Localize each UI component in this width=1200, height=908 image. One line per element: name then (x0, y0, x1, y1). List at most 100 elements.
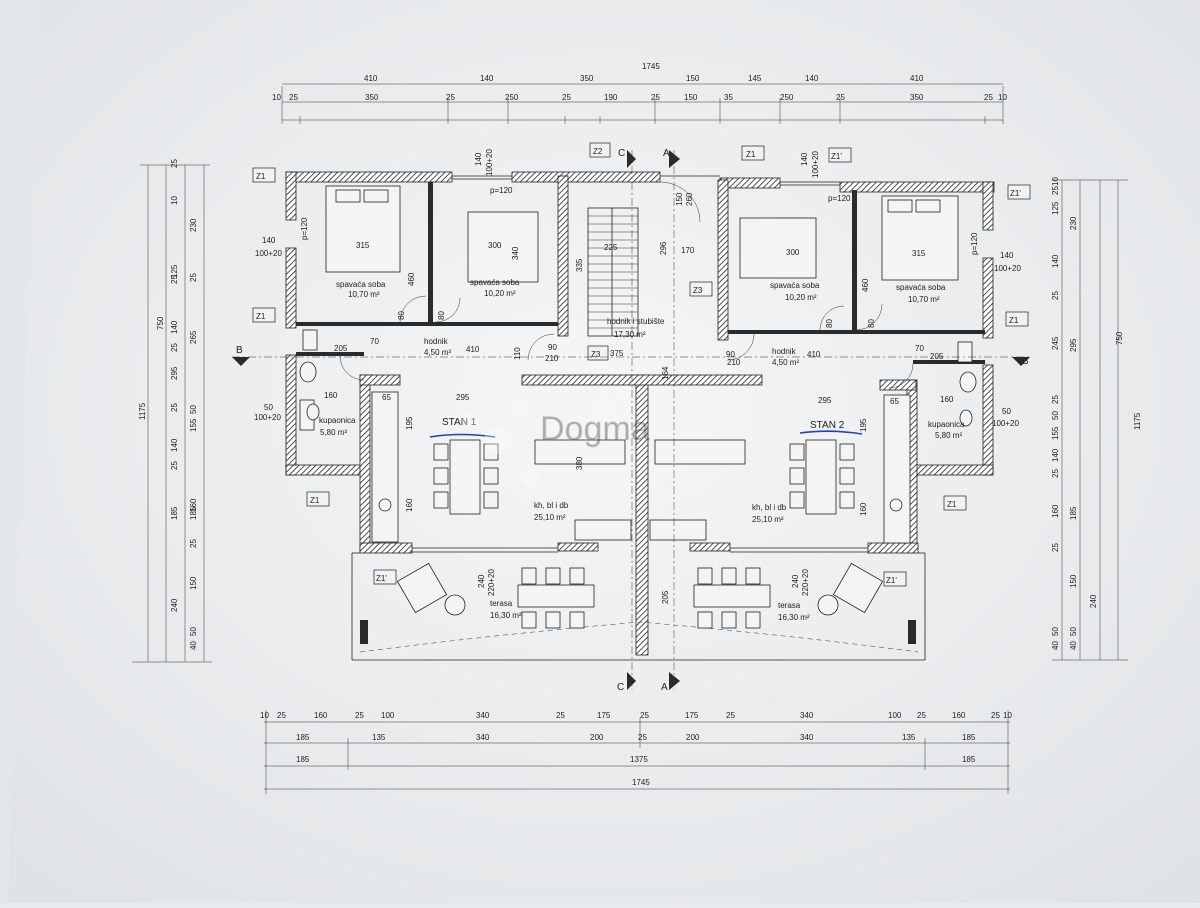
right-dim-a-6: 245 (1051, 336, 1060, 350)
chair (521, 611, 537, 629)
chair (545, 611, 561, 629)
svg-text:70: 70 (370, 337, 379, 346)
svg-text:100+20: 100+20 (255, 249, 282, 258)
right-dim-a-0: 25 (1051, 186, 1060, 195)
right-dim-a-11: 140 (1051, 448, 1060, 462)
svg-text:17,30 m²: 17,30 m² (614, 330, 646, 339)
top-dim2-4: 250 (505, 93, 519, 102)
bot-dim2-6: 340 (800, 733, 814, 742)
svg-text:220+20: 220+20 (801, 569, 810, 596)
left-dim-b-4: 160 (189, 498, 198, 512)
svg-text:164: 164 (661, 366, 670, 380)
room-bedroom-3: spavaća soba (770, 281, 820, 290)
right-dim-a-15: 25 (1051, 543, 1060, 552)
room-terrace-1: terasa (490, 599, 513, 608)
bot-dim1-10: 25 (726, 711, 735, 720)
chair (545, 567, 561, 585)
chair (697, 567, 713, 585)
left-dim-a-11: 25 (170, 159, 179, 168)
bot-dim2-1: 135 (372, 733, 386, 742)
right-dim-a-7: 295 (1069, 338, 1078, 352)
tag-z1p-d: Z1' (886, 576, 897, 585)
bot-dim1-11: 340 (800, 711, 814, 720)
staircase (587, 207, 639, 337)
top-dim2-3: 25 (446, 93, 455, 102)
top-dim2-14: 10 (998, 93, 1007, 102)
svg-text:210: 210 (545, 354, 559, 363)
left-dim-a-4: 25 (170, 403, 179, 412)
tag-z1p-c: Z1' (376, 574, 387, 583)
chair (745, 611, 761, 629)
svg-text:150: 150 (675, 192, 684, 206)
top-dim1-6: 410 (910, 74, 924, 83)
bot-dim2-3: 200 (590, 733, 604, 742)
svg-text:160: 160 (324, 391, 338, 400)
apartment-1-label: STAN 1 (442, 417, 477, 428)
svg-text:90: 90 (548, 343, 557, 352)
svg-text:140: 140 (262, 236, 276, 245)
left-dimension-lines (132, 164, 212, 663)
right-dim-a-13: 160 (1051, 504, 1060, 518)
bot-dim1-4: 100 (381, 711, 395, 720)
svg-text:410: 410 (466, 345, 480, 354)
svg-text:p=120: p=120 (828, 194, 851, 203)
svg-text:205: 205 (334, 344, 348, 353)
room-bedroom-4: spavaća soba (896, 283, 946, 292)
right-total-dim: 1175 (1133, 412, 1142, 430)
bot-dim1-7: 175 (597, 711, 611, 720)
svg-text:296: 296 (659, 241, 668, 255)
bot-dim1-15: 25 (991, 711, 1000, 720)
left-dim-a-7: 140 (170, 320, 179, 334)
left-dim-a-9: 125 (170, 264, 179, 278)
bot-dim3-2: 185 (962, 755, 976, 764)
bot-dim1-8: 25 (640, 711, 649, 720)
right-dim-a-3: 230 (1069, 216, 1078, 230)
top-dim2-10: 250 (780, 93, 794, 102)
top-dimension-lines (281, 83, 1004, 124)
svg-text:220+20: 220+20 (487, 569, 496, 596)
tag-z1-c: Z1 (310, 496, 320, 505)
svg-text:315: 315 (912, 249, 926, 258)
top-dim2-6: 190 (604, 93, 618, 102)
svg-text:25,10 m²: 25,10 m² (752, 515, 784, 524)
svg-text:240: 240 (477, 574, 486, 588)
tag-z1-a: Z1 (256, 172, 266, 181)
svg-text:10,20 m²: 10,20 m² (484, 289, 516, 298)
right-dim-a-21: 50 (1069, 627, 1078, 636)
top-dim2-8: 150 (684, 93, 698, 102)
left-dim-b-10: 230 (189, 218, 198, 232)
svg-text:10,70 m²: 10,70 m² (908, 295, 940, 304)
svg-text:140: 140 (474, 152, 483, 166)
top-dim2-12: 350 (910, 93, 924, 102)
bot-dim2-5: 200 (686, 733, 700, 742)
bot-dim1-0: 10 (260, 711, 269, 720)
room-hallway-2: hodnik (772, 347, 797, 356)
svg-text:5,80 m²: 5,80 m² (320, 428, 347, 437)
bot-dim1-9: 175 (685, 711, 699, 720)
top-total-dim: 1745 (642, 62, 660, 71)
room-labels: 315 spavaća soba 10,70 m² 300 spavaća so… (319, 241, 965, 622)
svg-text:205: 205 (930, 352, 944, 361)
left-dim-a-1: 185 (170, 506, 179, 520)
right-dim-a-5: 25 (1051, 291, 1060, 300)
room-bedroom-2: spavaća soba (470, 278, 520, 287)
svg-text:300: 300 (488, 241, 502, 250)
top-dim1-0: 410 (364, 74, 378, 83)
room-hallway-1: hodnik (424, 337, 449, 346)
svg-text:100+20: 100+20 (994, 264, 1021, 273)
svg-text:100+20: 100+20 (811, 151, 820, 178)
svg-text:p=120: p=120 (300, 217, 309, 240)
left-dim-b-7: 50 (189, 405, 198, 414)
top-dim2-9: 35 (724, 93, 733, 102)
left-dim-b-2: 150 (189, 576, 198, 590)
svg-text:295: 295 (818, 396, 832, 405)
chair (569, 567, 585, 585)
svg-text:225: 225 (604, 243, 618, 252)
svg-text:460: 460 (407, 272, 416, 286)
apartment-2-label: STAN 2 (810, 420, 845, 431)
room-terrace-2: terasa (778, 601, 801, 610)
left-dim-b-6: 155 (189, 418, 198, 432)
left-dim-b-3: 185 (189, 506, 198, 520)
